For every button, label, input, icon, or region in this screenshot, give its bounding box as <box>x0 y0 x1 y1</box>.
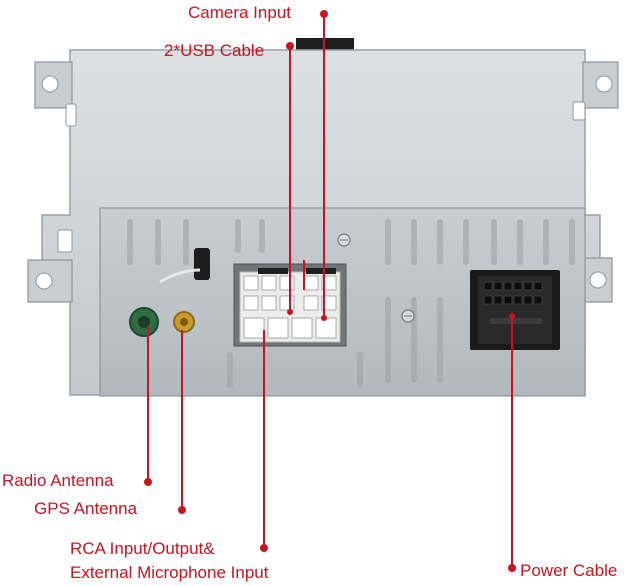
callout-lines <box>144 10 516 572</box>
mounting-ear-bottom-left <box>27 259 73 303</box>
mounting-ear-top-right <box>572 61 619 121</box>
label-radio-antenna: Radio Antenna <box>2 471 114 490</box>
label-gps-antenna: GPS Antenna <box>34 499 138 518</box>
label-rca-line2: External Microphone Input <box>70 563 269 582</box>
mounting-ear-bottom-right <box>582 257 613 303</box>
label-camera-input: Camera Input <box>188 3 291 22</box>
screw-top <box>337 233 351 247</box>
cable-stub <box>159 248 210 284</box>
screw-middle <box>401 309 415 323</box>
label-rca-line1: RCA Input/Output& <box>70 539 215 558</box>
label-usb-cable: 2*USB Cable <box>164 41 265 60</box>
gps-antenna-jack <box>173 311 195 333</box>
mounting-ear-top-left <box>34 61 73 109</box>
radio-antenna-jack <box>129 307 159 337</box>
label-power-cable: Power Cable <box>520 561 618 580</box>
power-connector <box>470 270 560 350</box>
